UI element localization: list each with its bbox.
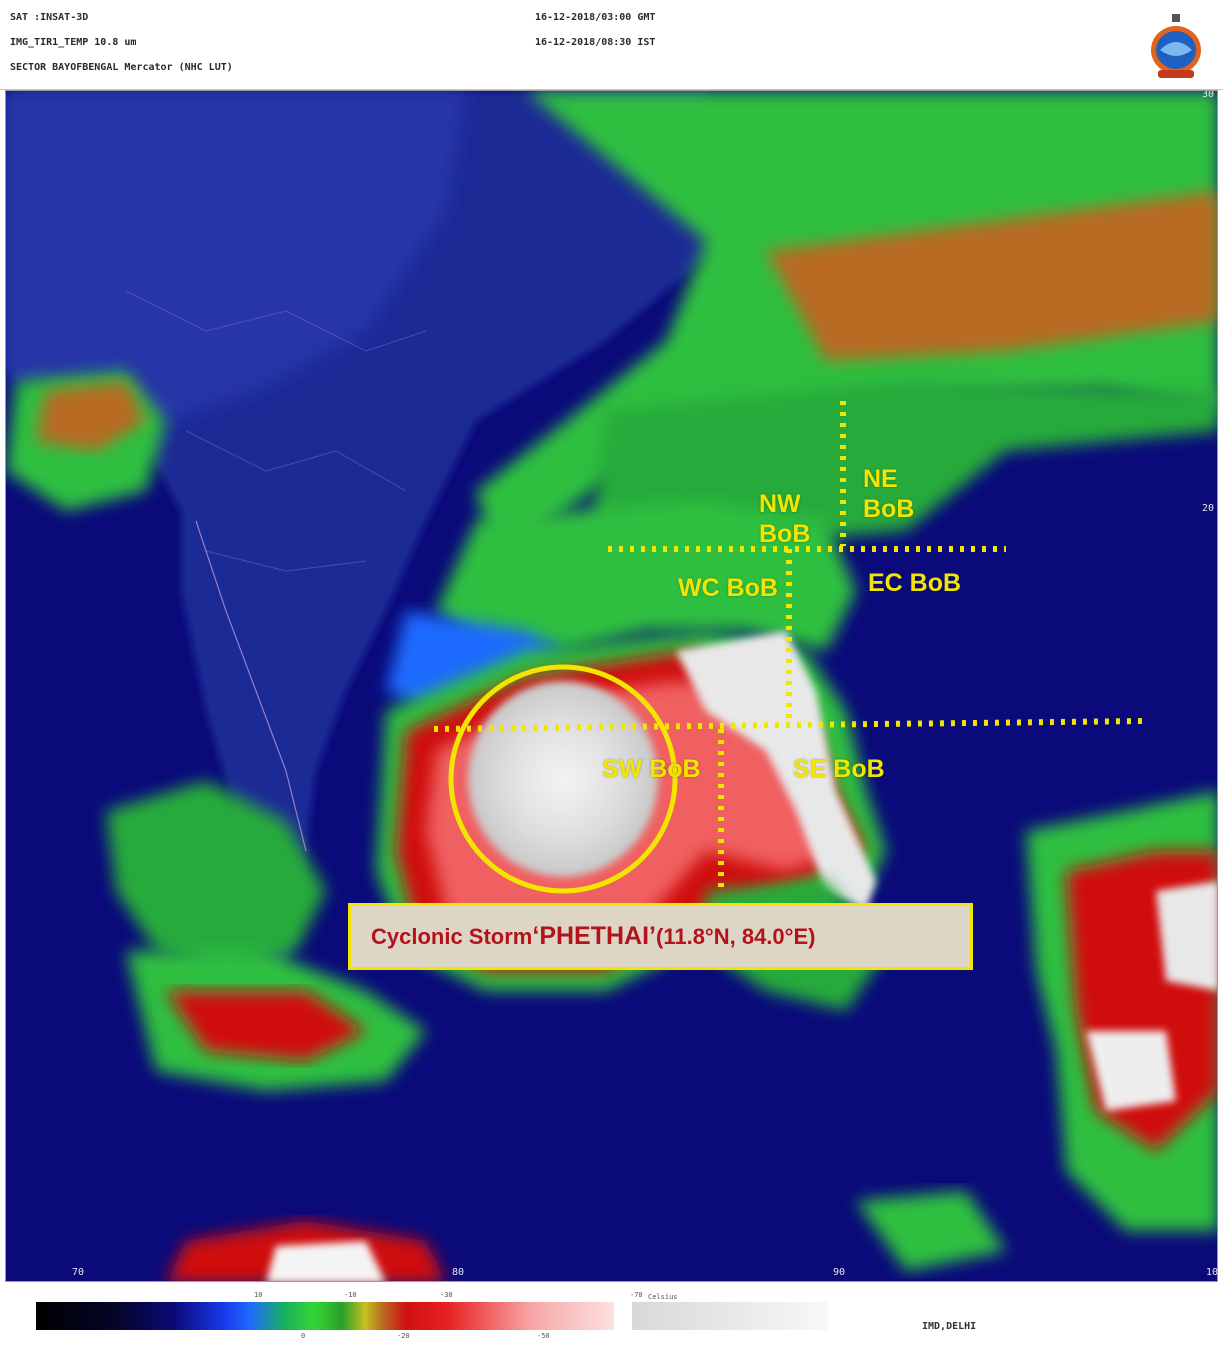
imd-delhi-credit: IMD,DELHI <box>922 1321 977 1332</box>
colorbar-top-label-2: -10 <box>344 1291 357 1299</box>
region-ec-bob-label: EC BoB <box>868 569 962 597</box>
callout-position: (11.8°N, 84.0°E) <box>656 923 816 949</box>
callout-prefix: Cyclonic Storm <box>371 923 533 949</box>
region-nw-bob-label: NW BoB <box>759 489 810 549</box>
colorbar-bottom-label-1: 0 <box>301 1332 306 1340</box>
latitude-tick-20: 20 <box>1202 503 1215 514</box>
colorbar-unit-label: Celsius <box>648 1293 678 1301</box>
image-header: SAT :INSAT-3D IMG_TIR1_TEMP 10.8 um SECT… <box>0 0 1223 90</box>
region-ne-line2: BoB <box>863 495 915 523</box>
temperature-colorbar <box>36 1302 614 1330</box>
storm-center-circle <box>448 664 678 894</box>
time-ist-label: 16-12-2018/08:30 IST <box>535 37 656 48</box>
satellite-label: SAT :INSAT-3D <box>10 12 89 23</box>
colorbar-bottom-label-3: -50 <box>537 1332 550 1340</box>
sector-label: SECTOR BAYOFBENGAL Mercator (NHC LUT) <box>10 62 233 73</box>
region-sw-bob-label: SW BoB <box>602 755 701 783</box>
longitude-tick-90: 90 <box>833 1267 846 1278</box>
colorbar-top-label-1: 10 <box>254 1291 263 1299</box>
region-nw-line1: NW <box>759 490 801 518</box>
region-nw-line2: BoB <box>759 520 811 548</box>
latitude-divider-south-line <box>433 718 1147 732</box>
colorbar-top-label-4: -70 <box>630 1291 643 1299</box>
region-se-bob-label: SE BoB <box>793 755 885 783</box>
region-ne-line1: NE <box>863 465 898 493</box>
infrared-satellite-image <box>6 91 1217 1281</box>
imd-emblem-logo <box>1151 14 1201 78</box>
satellite-image-panel: NE BoB NW BoB WC BoB EC BoB SW BoB SE Bo… <box>5 90 1218 1282</box>
longitude-tick-80: 80 <box>452 1267 465 1278</box>
colorbar-bottom-label-2: -20 <box>397 1332 410 1340</box>
product-label: IMG_TIR1_TEMP 10.8 um <box>10 37 137 48</box>
longitude-tick-100: 10 <box>1206 1267 1218 1278</box>
annotation-overlay <box>433 401 1147 894</box>
colorbar-top-label-3: -30 <box>440 1291 453 1299</box>
callout-storm-name: ‘PHETHAI’ <box>532 922 656 950</box>
longitude-tick-70: 70 <box>72 1267 85 1278</box>
storm-callout-box: Cyclonic Storm ‘PHETHAI’ (11.8°N, 84.0°E… <box>348 903 973 970</box>
latitude-tick-30: 30 <box>1202 90 1215 100</box>
region-wc-bob-label: WC BoB <box>678 574 778 602</box>
time-gmt-label: 16-12-2018/03:00 GMT <box>535 12 656 23</box>
region-ne-bob-label: NE BoB <box>863 464 914 524</box>
temperature-colorbar-cold <box>632 1302 828 1330</box>
